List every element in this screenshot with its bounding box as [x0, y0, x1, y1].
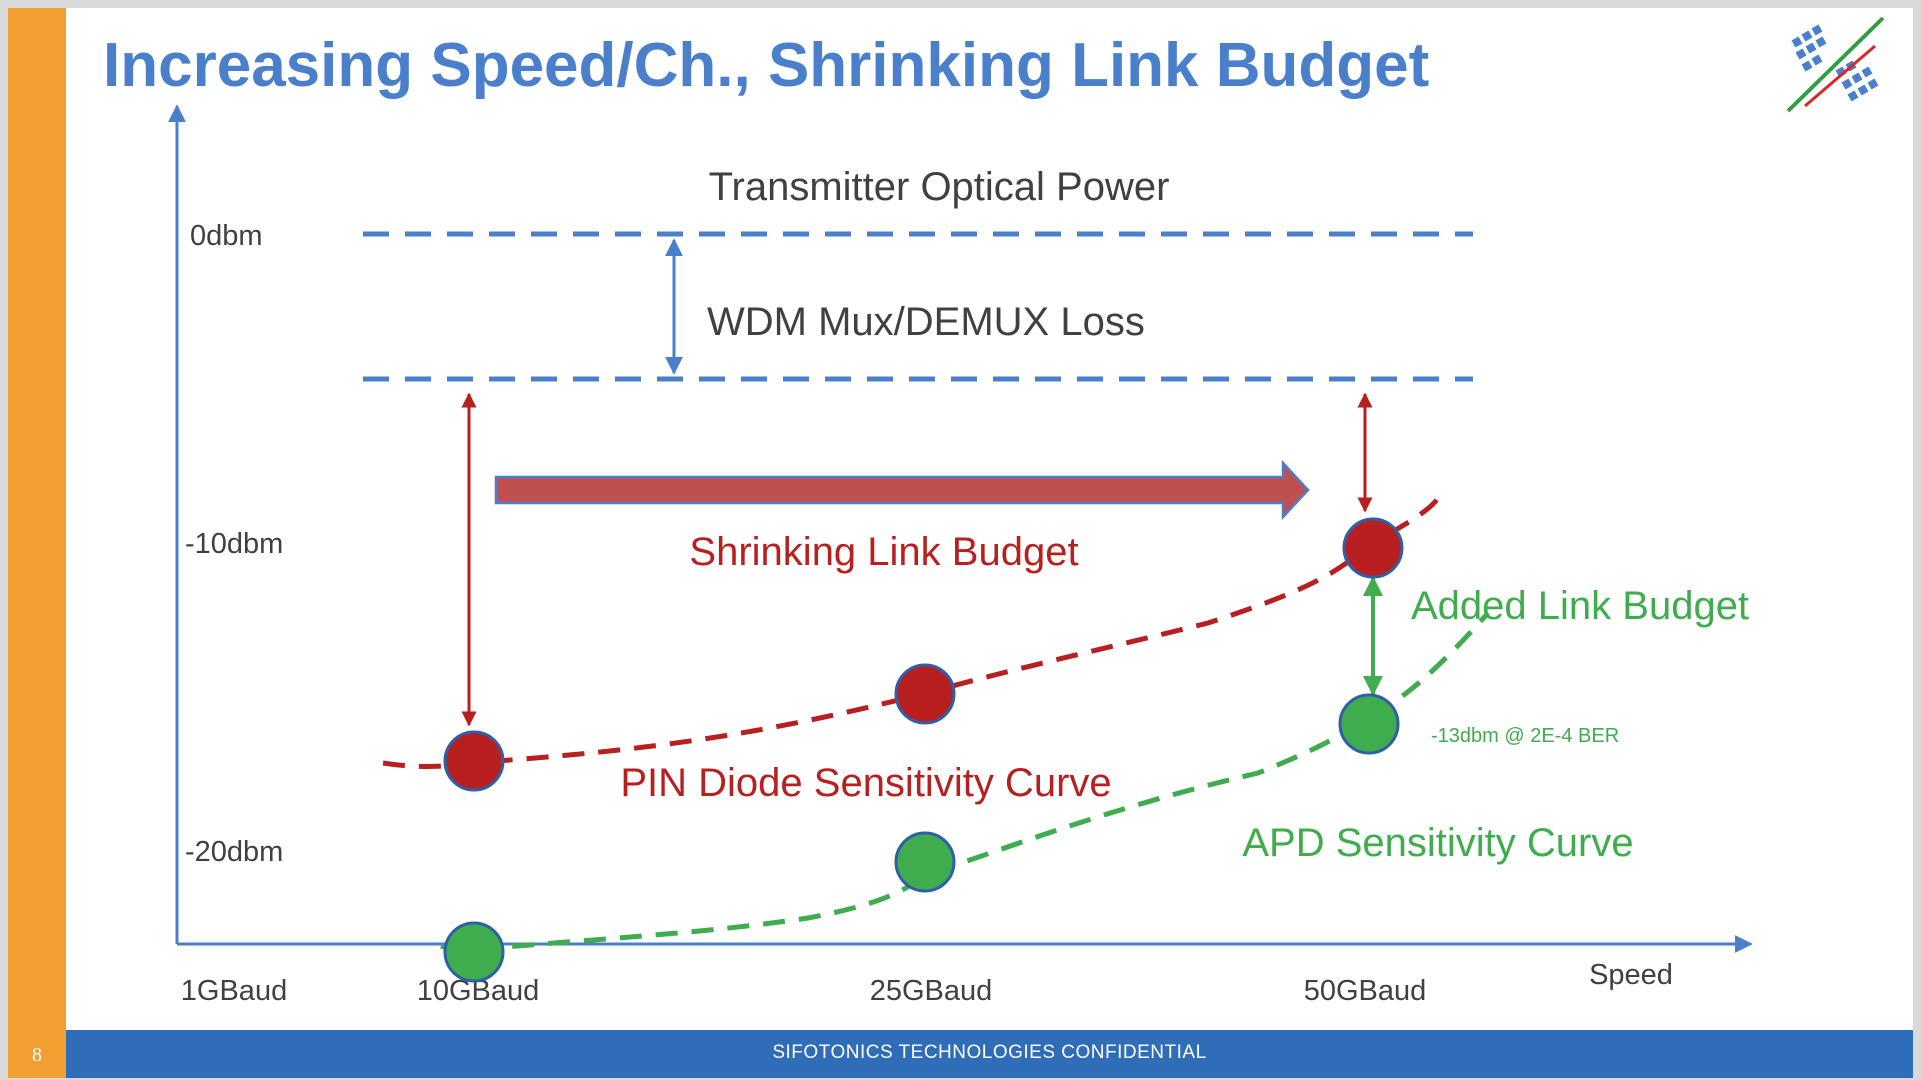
y-tick-0dbm: 0dbm: [190, 220, 263, 252]
slide: Increasing Speed/Ch., Shrinking Link Bud…: [8, 8, 1913, 1078]
y-tick-minus20dbm: -20dbm: [185, 836, 283, 868]
accent-bar: [8, 8, 66, 1078]
x-tick-25gbaud: 25GBaud: [870, 975, 993, 1007]
y-tick-minus10dbm: -10dbm: [185, 528, 283, 560]
apd-point-25gbaud: [894, 831, 956, 893]
pin-point-50gbaud: [1342, 517, 1404, 579]
link-budget-diagram: 0dbm -10dbm -20dbm 1GBaud 10GBaud 25GBau…: [168, 104, 1753, 1007]
shrinking-budget-arrow: [494, 459, 1310, 521]
slide-title: Increasing Speed/Ch., Shrinking Link Bud…: [103, 31, 1430, 100]
x-tick-1gbaud: 1GBaud: [181, 975, 287, 1007]
apd-sensitivity-note: -13dbm @ 2E-4 BER: [1431, 725, 1619, 747]
sifotonics-logo-icon: [1786, 16, 1885, 113]
pin-point-10gbaud: [443, 730, 505, 792]
x-tick-50gbaud: 50GBaud: [1304, 975, 1427, 1007]
pin-point-25gbaud: [894, 663, 956, 725]
apd-point-50gbaud: [1338, 693, 1400, 755]
apd-point-10gbaud: [443, 921, 505, 983]
transmitter-power-label: Transmitter Optical Power: [709, 165, 1170, 209]
pin-curve-label: PIN Diode Sensitivity Curve: [620, 761, 1111, 805]
shrinking-budget-label: Shrinking Link Budget: [689, 530, 1078, 574]
apd-curve-label: APD Sensitivity Curve: [1242, 821, 1633, 865]
x-axis-label: Speed: [1589, 959, 1673, 991]
page-number: 8: [32, 1044, 42, 1066]
added-budget-label: Added Link Budget: [1411, 584, 1749, 628]
footer-bar: SIFOTONICS TECHNOLOGIES CONFIDENTIAL: [66, 1030, 1913, 1078]
wdm-loss-label: WDM Mux/DEMUX Loss: [707, 300, 1145, 344]
footer-confidential: SIFOTONICS TECHNOLOGIES CONFIDENTIAL: [772, 1042, 1207, 1063]
